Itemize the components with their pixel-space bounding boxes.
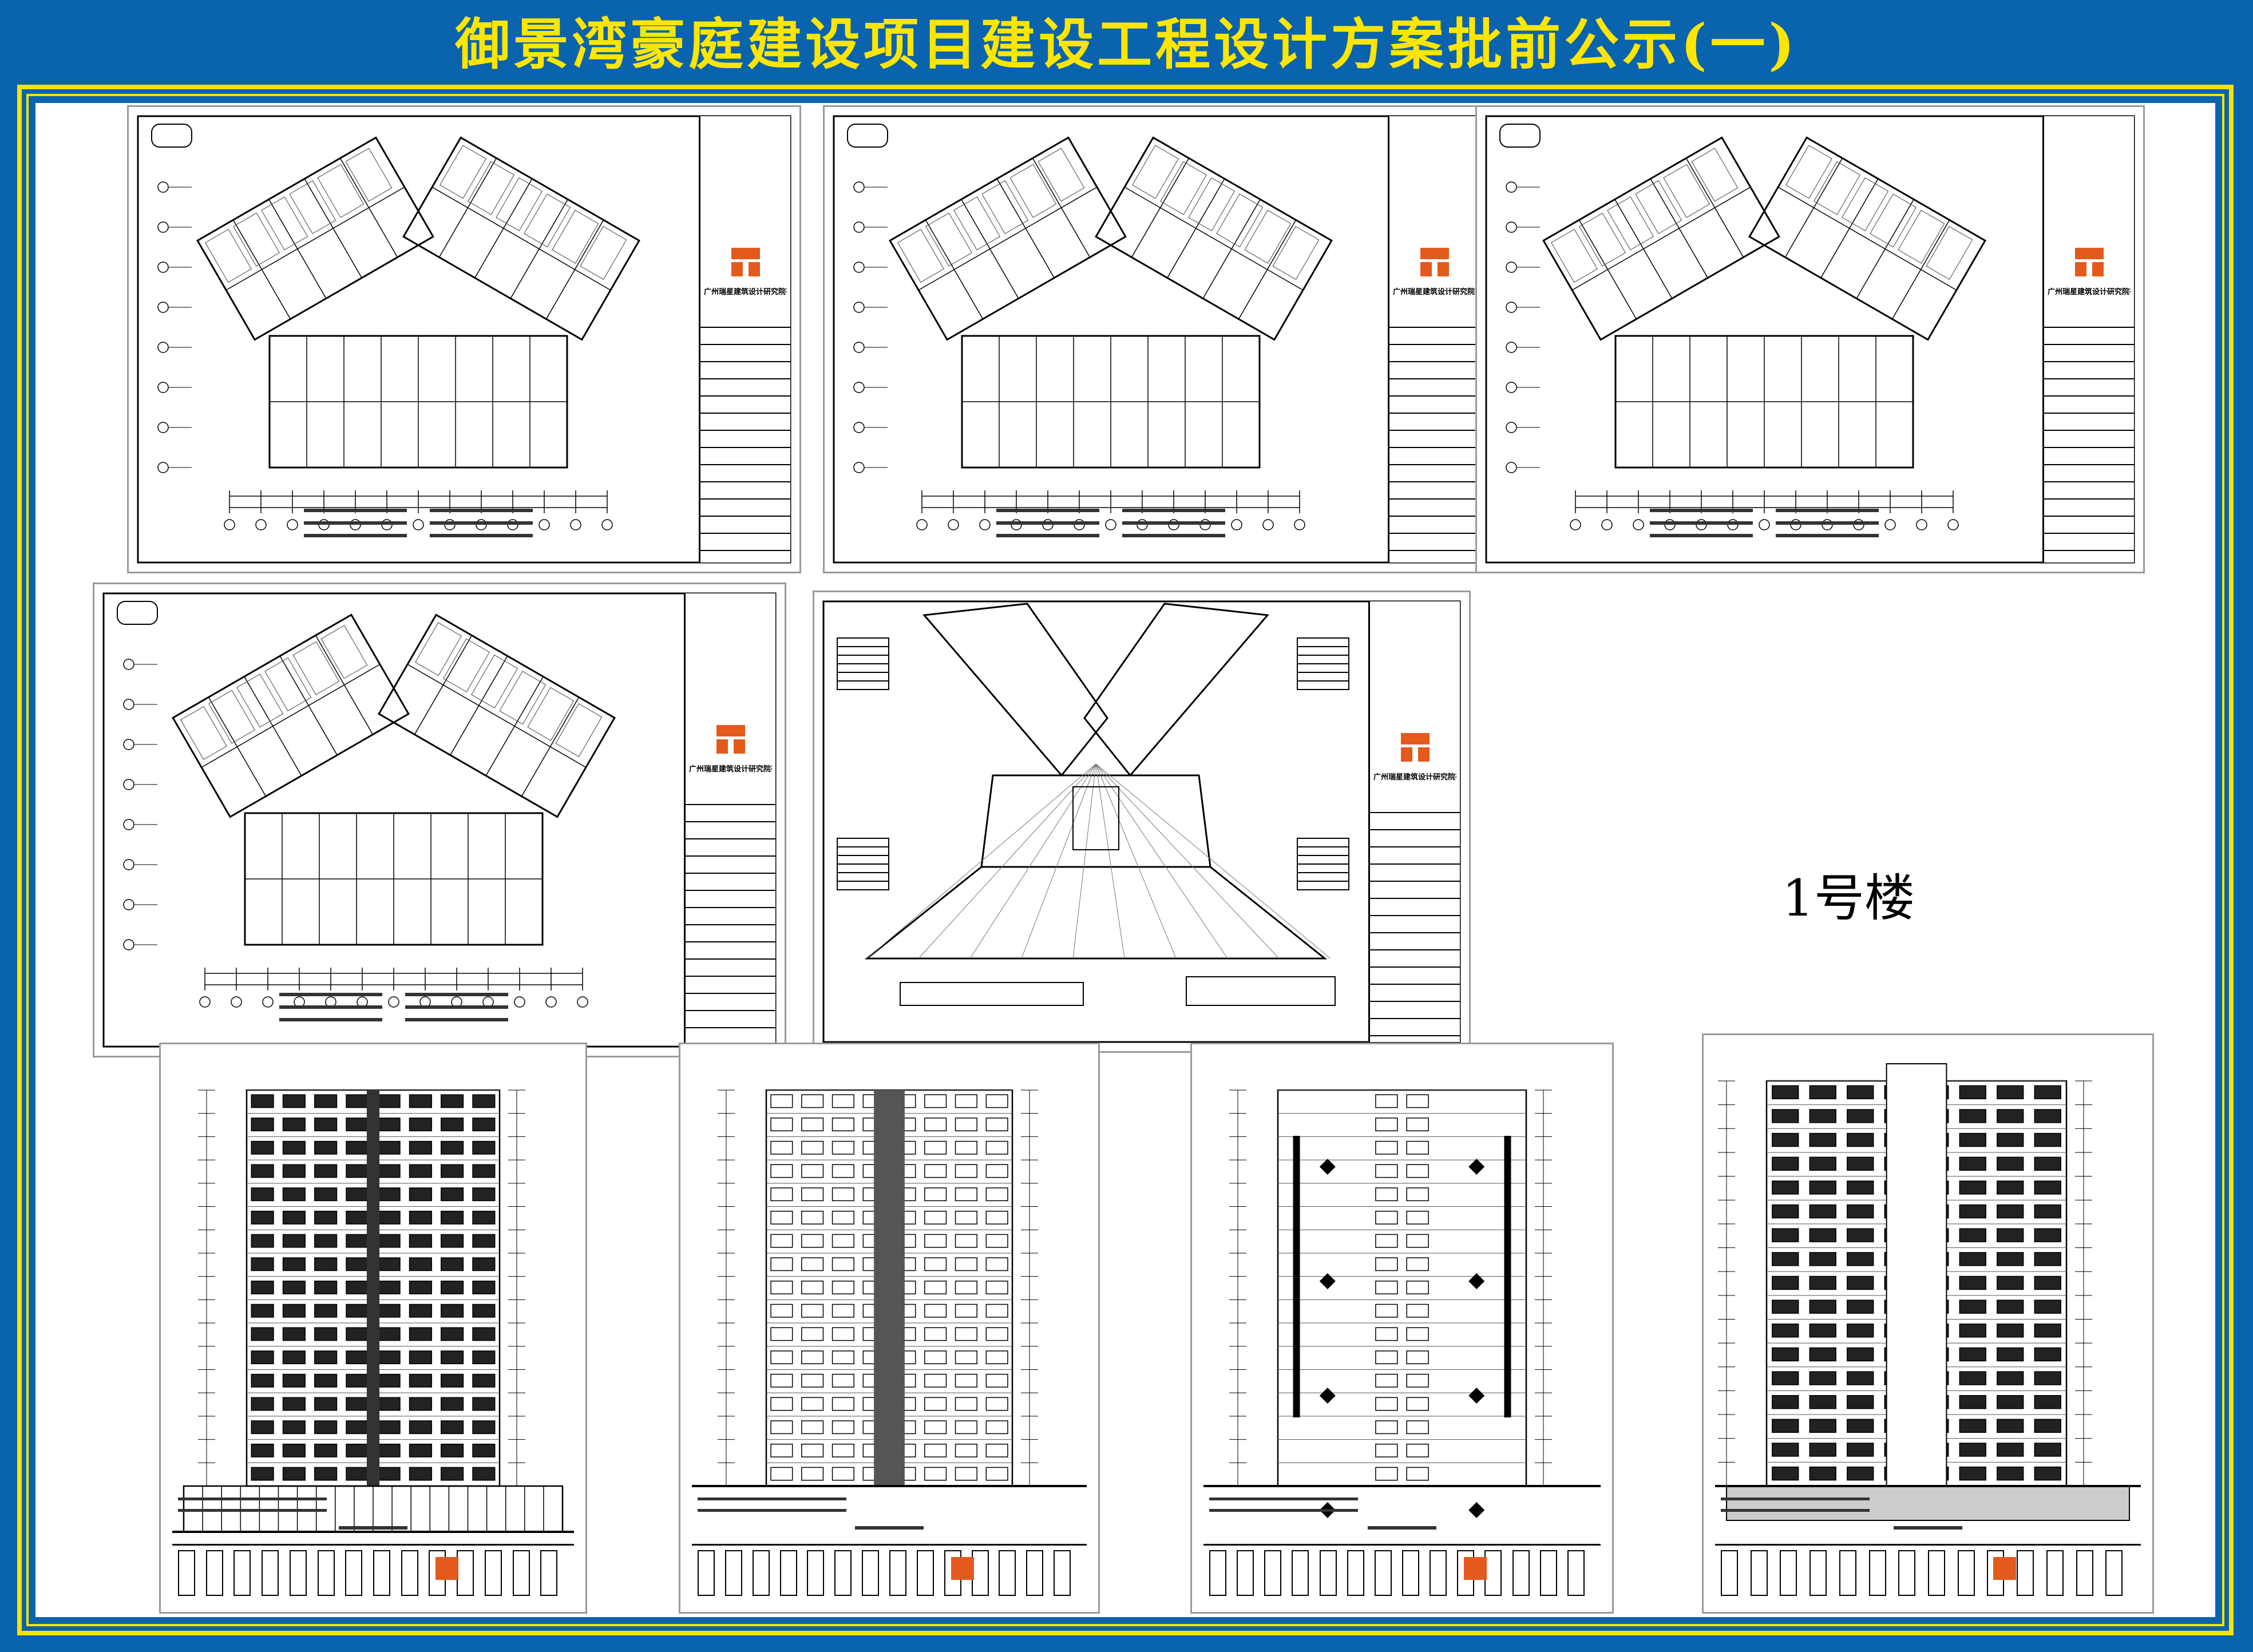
title-strip [692,1544,1087,1603]
title-block-rows [1389,311,1479,551]
company-name: 广州瑞星建筑设计研究院有限公司 [1393,288,1476,296]
company-logo-icon [2075,248,2104,276]
roof-plan-drawing [822,600,1461,1043]
company-logo-icon [731,248,760,276]
outer-frame [17,85,2234,1635]
title-strip [1715,1544,2141,1603]
company-name: 广州瑞星建筑设计研究院有限公司 [1373,773,1456,782]
elevation-drawing [1715,1063,2141,1530]
floor-plan-drawing [137,115,791,564]
title-strip [1203,1544,1601,1603]
company-logo-icon [716,725,745,754]
floor-plan-drawing [102,592,777,1048]
company-name: 广州瑞星建筑设计研究院有限公司 [2048,288,2131,296]
sheet-elevation-1[interactable] [159,1043,587,1614]
title-block: 广州瑞星建筑设计研究院有限公司 [2042,116,2134,562]
company-logo-icon [1401,733,1430,762]
title-block-rows [700,311,790,551]
title-block: 广州瑞星建筑设计研究院有限公司 [1388,116,1479,562]
title-strip [172,1544,574,1603]
sheet-floor-plan-3[interactable]: 广州瑞星建筑设计研究院有限公司 [1475,105,2145,573]
sheet-section-1[interactable] [1702,1033,2154,1614]
sheet-roof-plan[interactable]: 广州瑞星建筑设计研究院有限公司 [813,591,1471,1053]
company-logo-icon [435,1557,458,1580]
floor-plan-drawing [833,115,1480,564]
sheet-elevation-2[interactable] [679,1043,1100,1614]
sheet-floor-plan-4[interactable]: 广州瑞星建筑设计研究院有限公司 [93,583,786,1057]
company-logo-icon [1420,248,1449,276]
banner-title: 御景湾豪庭建设项目建设工程设计方案批前公示(一) [455,12,1798,77]
elevation-drawing [172,1089,574,1533]
title-block: 广州瑞星建筑设计研究院有限公司 [1368,601,1460,1042]
title-block: 广州瑞星建筑设计研究院有限公司 [699,116,790,562]
company-name: 广州瑞星建筑设计研究院有限公司 [689,765,772,774]
sheet-floor-plan-1[interactable]: 广州瑞星建筑设计研究院有限公司 [127,105,801,573]
company-logo-icon [1464,1557,1487,1580]
elevation-drawing [1203,1089,1601,1530]
title-block-rows [1370,796,1460,1036]
title-block-rows [686,788,775,1028]
sheet-floor-plan-2[interactable]: 广州瑞星建筑设计研究院有限公司 [823,105,1490,573]
title-block: 广州瑞星建筑设计研究院有限公司 [684,593,775,1047]
sheet-elevation-3[interactable] [1190,1043,1614,1614]
elevation-drawing [692,1089,1087,1530]
company-name: 广州瑞星建筑设计研究院有限公司 [704,288,787,296]
company-logo-icon [951,1557,974,1580]
building-label: 1号楼 [1782,869,1915,928]
company-logo-icon [1993,1557,2016,1580]
floor-plan-drawing [1485,115,2135,564]
drawing-board: 广州瑞星建筑设计研究院有限公司 广州瑞星建筑设计研究院有限公司 广州瑞星建筑设计… [35,103,2215,1617]
title-block-rows [2044,311,2134,551]
